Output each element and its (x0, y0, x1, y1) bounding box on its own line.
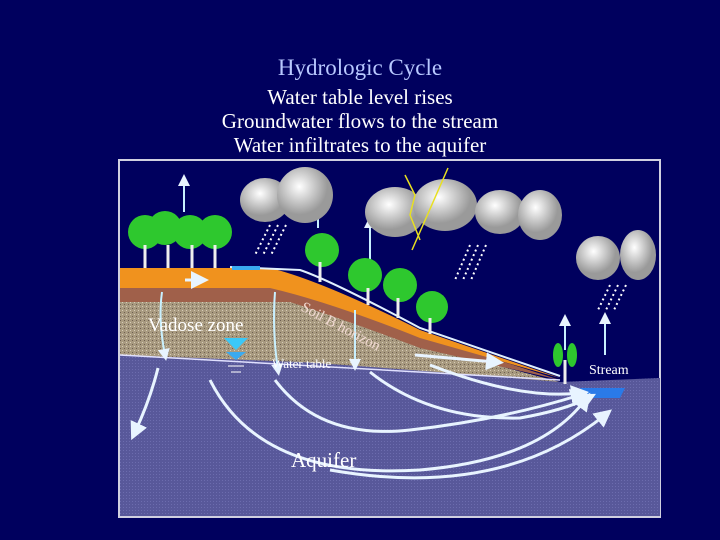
label-vadose-zone: Vadose zone (148, 315, 244, 336)
lightning-bolt-icon (411, 167, 449, 251)
label-stream: Stream (589, 363, 629, 378)
aquifer-layer (120, 355, 660, 516)
label-water-table: Water table (272, 356, 331, 371)
clouds (240, 167, 656, 280)
label-aquifer: Aquifer (291, 448, 356, 472)
lightning-icon (404, 174, 421, 241)
diagram-frame: Vadose zone Soil B horizon Water table S… (118, 159, 661, 518)
caption-2: Groundwater flows to the stream (221, 109, 499, 133)
rain (254, 224, 627, 311)
soil-b-layer (120, 285, 560, 380)
ground-surface (229, 266, 561, 377)
water-table-line (119, 354, 561, 381)
water-table-icon (224, 338, 248, 373)
vadose-layer (120, 300, 560, 382)
caption-1: Water table level rises (267, 85, 453, 109)
captions: Water table level rises Groundwater flow… (0, 85, 720, 157)
infiltration-arrows (157, 291, 361, 376)
caption-3: Water infiltrates to the aquifer (233, 133, 487, 157)
trees (128, 211, 577, 384)
groundwater-flow-arrows (130, 271, 612, 480)
topsoil-layer (120, 268, 560, 378)
stream-plant (553, 343, 577, 384)
puddle (232, 266, 260, 270)
slide-title: Hydrologic Cycle (277, 55, 443, 80)
